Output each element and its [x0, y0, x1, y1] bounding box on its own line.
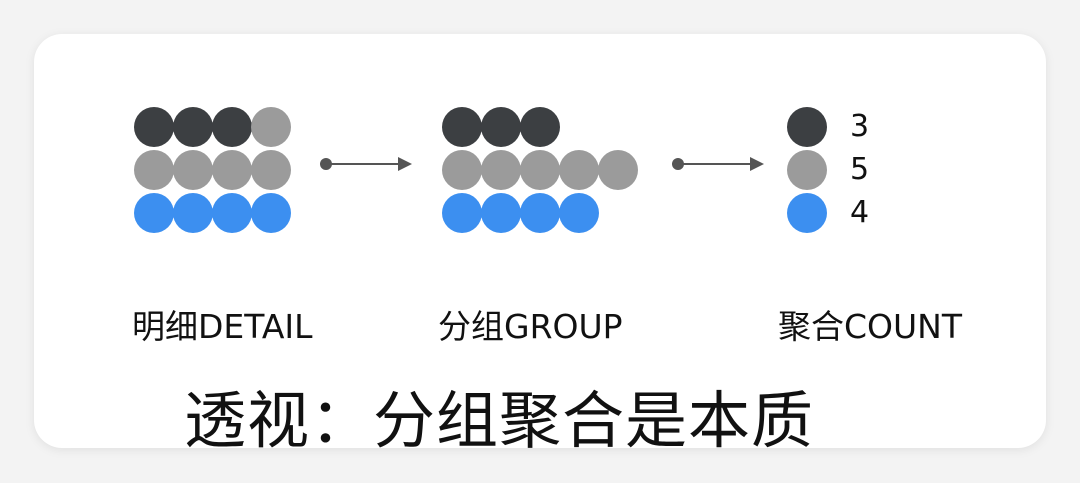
detail-dot-gray	[251, 107, 291, 147]
detail-dot-dark	[173, 107, 213, 147]
group-dot-blue	[442, 193, 482, 233]
group-dot-gray	[598, 150, 638, 190]
detail-dot-dark	[134, 107, 174, 147]
group-dot-gray	[442, 150, 482, 190]
count-dot-blue	[787, 193, 827, 233]
group-dot-blue	[559, 193, 599, 233]
group-dot-gray	[520, 150, 560, 190]
count-label: 聚合COUNT	[778, 307, 963, 346]
group-label: 分组GROUP	[438, 307, 623, 346]
detail-dot-gray	[212, 150, 252, 190]
count-value-blue: 4	[850, 195, 870, 230]
detail-dot-gray	[251, 150, 291, 190]
group-dot-dark	[520, 107, 560, 147]
detail-dot-blue	[212, 193, 252, 233]
count-value-gray: 5	[850, 152, 870, 187]
group-dot-blue	[481, 193, 521, 233]
arrow-group-to-count	[672, 157, 764, 171]
detail-dot-blue	[251, 193, 291, 233]
group-dot-gray	[559, 150, 599, 190]
count-dot-dark	[787, 107, 827, 147]
group-dot-dark	[481, 107, 521, 147]
detail-label: 明细DETAIL	[132, 307, 313, 346]
detail-dot-gray	[134, 150, 174, 190]
detail-dot-blue	[134, 193, 174, 233]
count-value-dark: 3	[850, 109, 870, 144]
count-dot-gray	[787, 150, 827, 190]
detail-dot-gray	[173, 150, 213, 190]
group-dot-blue	[520, 193, 560, 233]
diagram-card: 明细DETAIL 分组GROUP 3 5 4 聚合COUNT 透视：分组聚合是本…	[34, 34, 1046, 457]
arrow-detail-to-group	[320, 157, 412, 171]
group-dot-gray	[481, 150, 521, 190]
headline: 透视：分组聚合是本质	[184, 384, 815, 457]
group-dot-dark	[442, 107, 482, 147]
detail-dot-dark	[212, 107, 252, 147]
detail-dot-blue	[173, 193, 213, 233]
